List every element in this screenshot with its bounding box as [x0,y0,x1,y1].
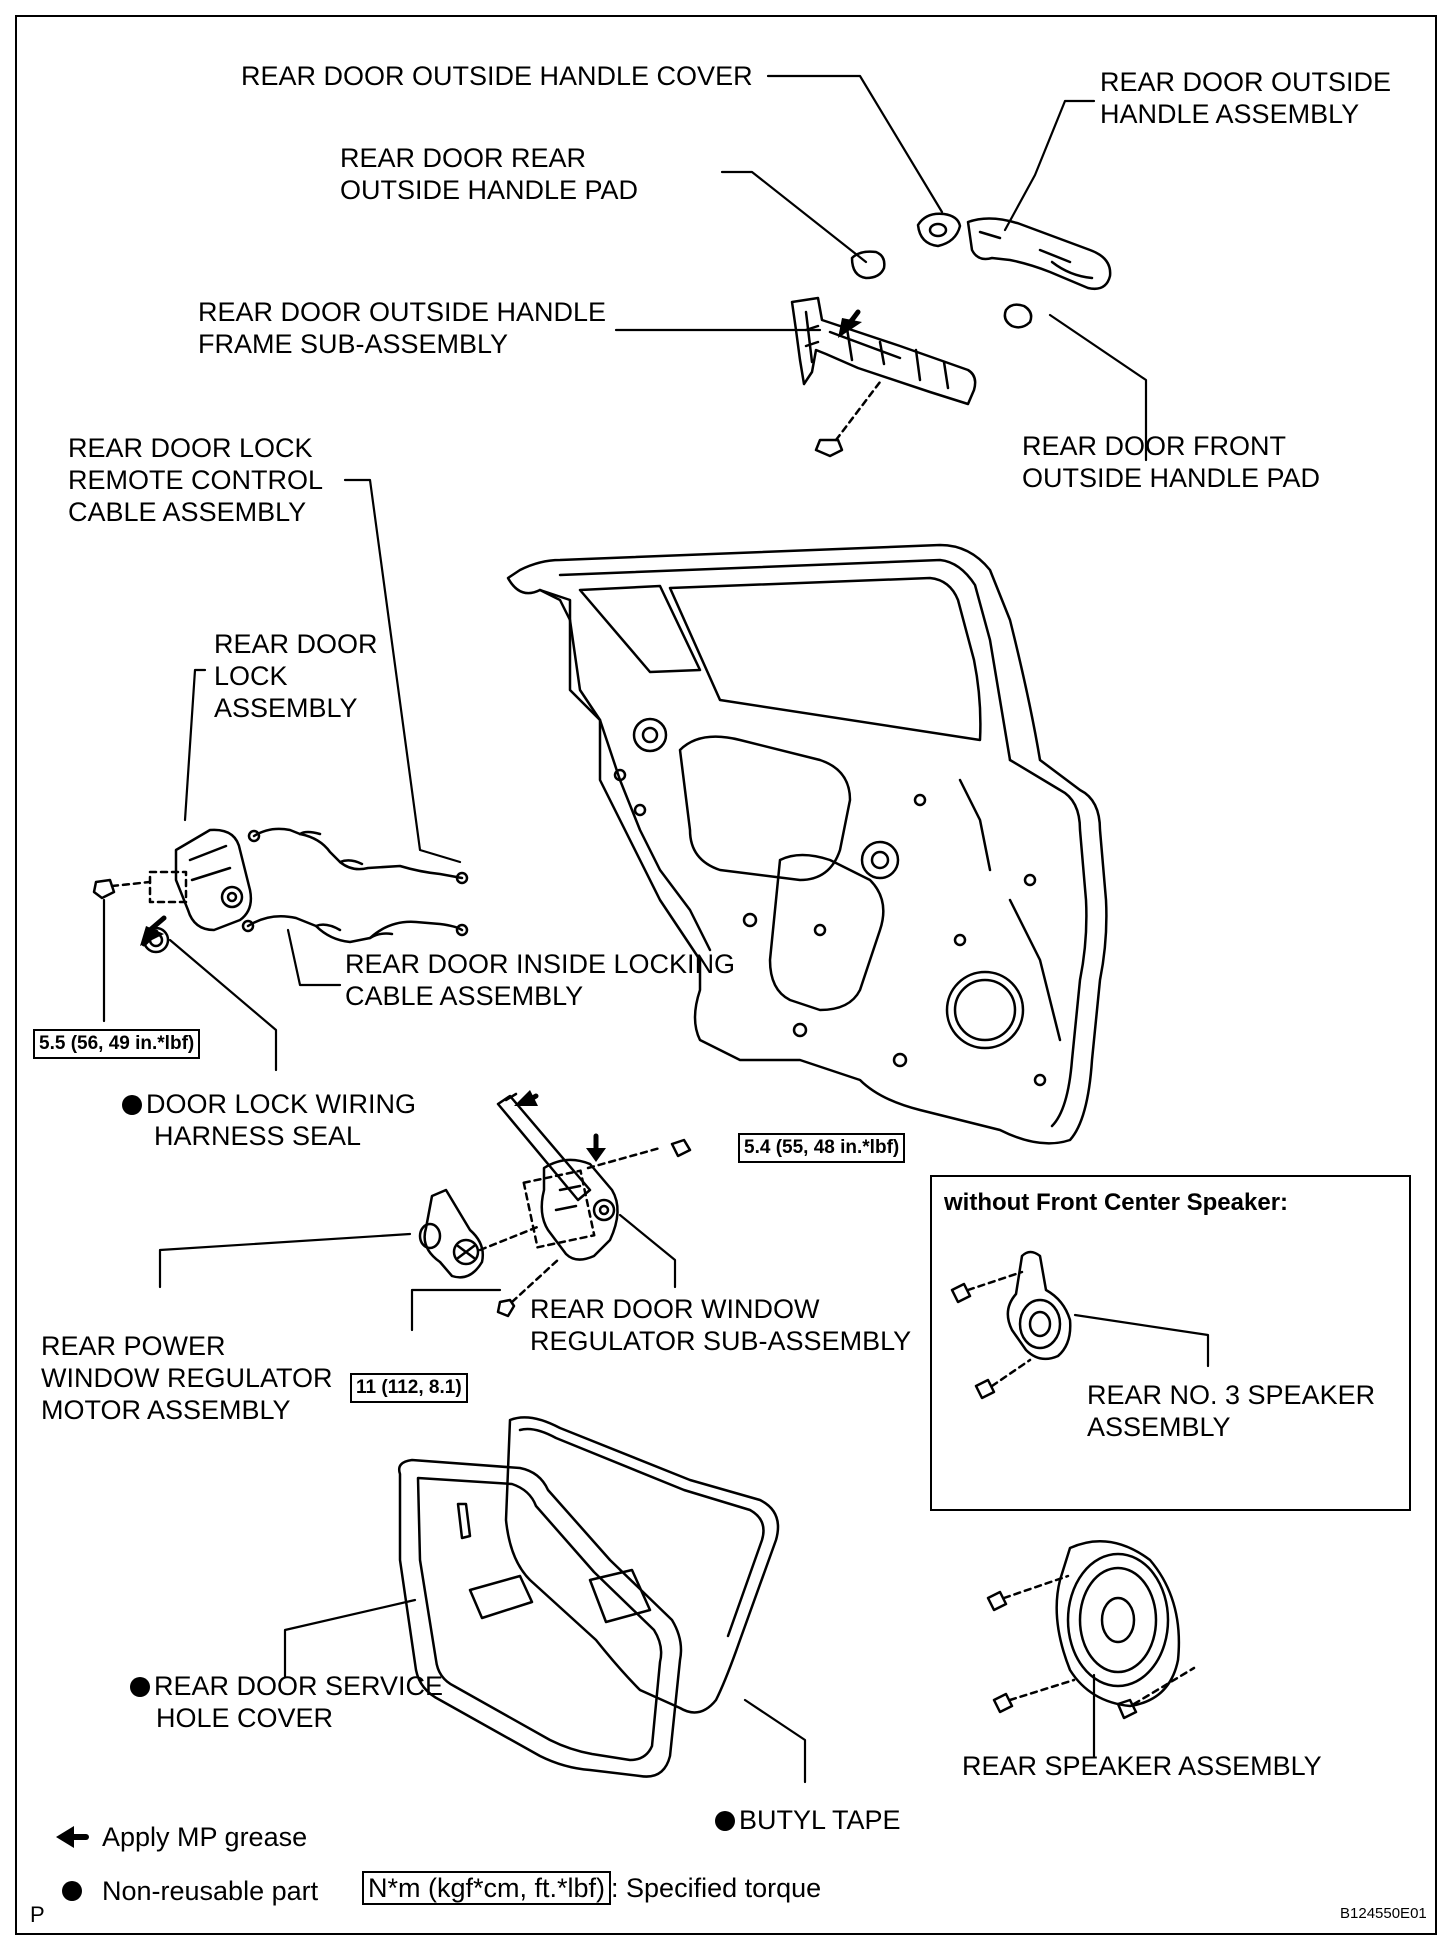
inset-no-front-center-speaker: without Front Center Speaker: REAR NO. 3… [930,1175,1411,1511]
outside-handle-assembly [966,217,1112,290]
wiring-harness-seal [142,926,170,954]
label-rear-speaker: REAR SPEAKER ASSEMBLY [962,1751,1322,1781]
label-window-regulator: REAR DOOR WINDOW REGULATOR SUB-ASSEMBLY [530,1294,912,1356]
door-lock-assembly [92,828,253,947]
torque-lock: 5.5 (56, 49 in.*lbf) [33,1029,201,1059]
rear-outside-handle-pad [850,250,886,280]
label-front-outside-handle-pad: REAR DOOR FRONT OUTSIDE HANDLE PAD [1022,431,1321,493]
outside-handle-cover [916,212,962,248]
legend-torque: N*m (kgf*cm, ft.*lbf): Specified torque [362,1871,822,1905]
rear-speaker-assembly [986,1540,1196,1720]
no3-speaker-assembly [950,1250,1072,1400]
window-regulator [496,1090,692,1318]
legend-grease-arrow-icon [56,1826,89,1848]
lock-remote-cable [247,827,469,885]
power-window-motor [418,1188,542,1279]
label-lock-remote-cable: REAR DOOR LOCK REMOTE CONTROL CABLE ASSE… [68,433,324,527]
label-no3-speaker: REAR NO. 3 SPEAKER ASSEMBLY [1087,1380,1376,1442]
label-butyl-tape: BUTYL TAPE [715,1804,901,1836]
legend-torque-unit: N*m (kgf*cm, ft.*lbf) [362,1871,612,1905]
front-outside-handle-pad [1003,303,1033,329]
outside-handle-frame [790,296,977,458]
torque-motor-bolt: 11 (112, 8.1) [350,1373,468,1403]
leader-lines [102,74,1210,1784]
label-wiring-harness-seal: DOOR LOCK WIRING HARNESS SEAL [122,1088,416,1152]
diagram-frame [15,15,1437,1935]
legend-non-reusable: Non-reusable part [102,1876,319,1906]
legend-grease: Apply MP grease [102,1822,308,1852]
footer-letter: P [30,1902,45,1927]
legend-dot-icon [62,1881,82,1901]
non-reusable-dot-icon [130,1677,150,1697]
non-reusable-dot-icon [122,1095,142,1115]
label-rear-outside-handle-pad: REAR DOOR REAR OUTSIDE HANDLE PAD [340,143,639,205]
inset-title: without Front Center Speaker: [944,1189,1289,1216]
label-outside-handle-frame: REAR DOOR OUTSIDE HANDLE FRAME SUB-ASSEM… [198,297,607,359]
non-reusable-dot-icon [715,1811,735,1831]
label-inside-locking-cable: REAR DOOR INSIDE LOCKING CABLE ASSEMBLY [345,949,736,1011]
label-outside-handle-assembly: REAR DOOR OUTSIDE HANDLE ASSEMBLY [1100,67,1392,129]
butyl-tape [504,1416,780,1714]
label-door-lock-assembly: REAR DOOR LOCK ASSEMBLY [214,629,378,723]
label-power-window-motor: REAR POWER WINDOW REGULATOR MOTOR ASSEMB… [41,1331,333,1425]
figure-id: B124550E01 [1340,1905,1427,1922]
label-outside-handle-cover: REAR DOOR OUTSIDE HANDLE COVER [241,61,753,91]
service-hole-cover [398,1458,683,1778]
torque-regulator-bolt: 5.4 (55, 48 in.*lbf) [738,1133,906,1163]
inside-locking-cable [241,915,469,944]
rear-door-panel [506,543,1108,1145]
legend-torque-text: : Specified torque [611,1873,822,1903]
label-service-hole-cover: REAR DOOR SERVICE HOLE COVER [130,1670,443,1734]
